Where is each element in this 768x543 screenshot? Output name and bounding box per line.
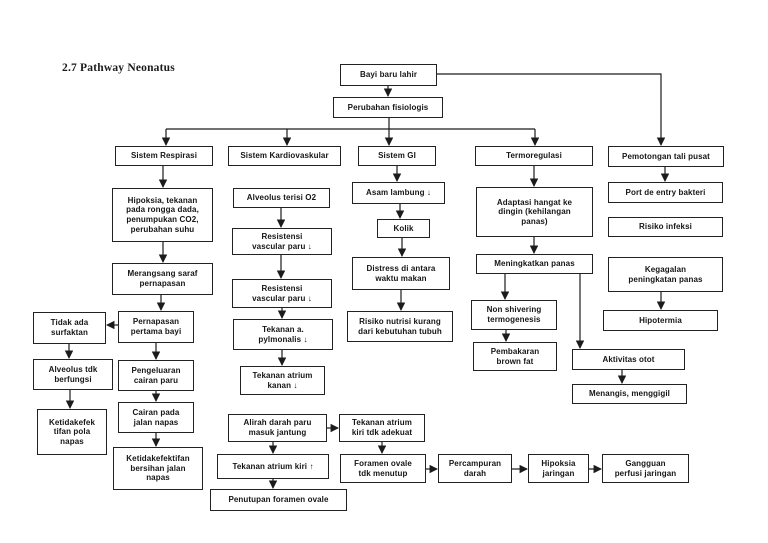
flow-node-hipotermia: Hipotermia <box>603 310 718 331</box>
flow-node-risiko-nutrisi: Risiko nutrisi kurang dari kebutuhan tub… <box>347 311 453 342</box>
flow-node-ketidakefektifan-bersihan: Ketidakefektifan bersihan jalan napas <box>113 447 203 490</box>
flow-node-bayi-baru-lahir: Bayi baru lahir <box>340 64 437 86</box>
diagram-title: 2.7 Pathway Neonatus <box>62 62 175 74</box>
flow-node-asam-lambung: Asam lambung ↓ <box>352 182 445 204</box>
flow-node-tidak-ada-surfaktan: Tidak ada surfaktan <box>33 312 106 344</box>
flow-node-sistem-gi: Sistem GI <box>358 146 436 166</box>
flow-node-sistem-kardiovaskular: Sistem Kardiovaskular <box>228 146 341 166</box>
flow-node-meningkatkan-panas: Meningkatkan panas <box>476 254 593 274</box>
flow-node-pengeluaran-cairan: Pengeluaran cairan paru <box>118 360 194 391</box>
flow-node-merangsang-saraf: Merangsang saraf pernapasan <box>112 263 213 295</box>
flow-node-port-de-entry: Port de entry bakteri <box>608 182 723 203</box>
flow-node-percampuran-darah: Percampuran darah <box>438 454 512 483</box>
flow-node-pembakaran-brown-fat: Pembakaran brown fat <box>473 342 557 371</box>
flow-node-kegagalan-peningkatan: Kegagalan peningkatan panas <box>608 257 723 292</box>
flow-node-hipoksia-jaringan: Hipoksia jaringan <box>528 454 589 483</box>
flow-edge-bayi-to-pemotongan <box>437 73 666 146</box>
flow-node-penutupan-foramen: Penutupan foramen ovale <box>210 489 347 511</box>
flow-node-non-shivering: Non shivering termogenesis <box>471 300 557 330</box>
flow-node-pemotongan-tali-pusat: Pemotongan tali pusat <box>608 146 724 167</box>
flow-node-adaptasi-hangat: Adaptasi hangat ke dingin (kehilangan pa… <box>476 187 593 237</box>
flow-node-resistensi-1: Resistensi vascular paru ↓ <box>232 228 332 255</box>
flow-node-sistem-respirasi: Sistem Respirasi <box>115 146 213 166</box>
flow-node-tekanan-pylmonalis: Tekanan a. pylmonalis ↓ <box>233 319 333 350</box>
flow-node-aktivitas-otot: Aktivitas otot <box>572 349 685 370</box>
flow-node-alirah-darah-paru: Alirah darah paru masuk jantung <box>228 414 327 442</box>
flow-node-perubahan-fisiologis: Perubahan fisiologis <box>333 97 443 118</box>
flow-node-resistensi-2: Resistensi vascular paru ↓ <box>232 279 332 308</box>
flow-node-kolik: Kolik <box>377 219 430 238</box>
flow-node-tekanan-atrium-kiri-tdk: Tekanan atrium kiri tdk adekuat <box>339 414 425 442</box>
flow-node-cairan-jalan-napas: Cairan pada jalan napas <box>118 402 194 433</box>
flow-node-alveolus-terisi-o2: Alveolus terisi O2 <box>233 188 330 208</box>
flow-node-tekanan-atrium-kanan: Tekanan atrium kanan ↓ <box>240 366 325 395</box>
flow-node-menangis-menggigil: Menangis, menggigil <box>572 384 687 404</box>
flow-node-tekanan-atrium-kiri-naik: Tekanan atrium kiri ↑ <box>217 454 329 479</box>
flow-node-ketidakefektifan-pola: Ketidakefek tifan pola napas <box>37 409 107 455</box>
flow-node-hipoksia-tekanan: Hipoksia, tekanan pada rongga dada, penu… <box>112 188 213 242</box>
flow-node-foramen-tdk-menutup: Foramen ovale tdk menutup <box>340 454 426 483</box>
flow-node-termoregulasi: Termoregulasi <box>475 146 593 166</box>
flow-node-risiko-infeksi: Risiko infeksi <box>608 217 723 237</box>
flow-node-distress-makan: Distress di antara waktu makan <box>352 257 450 290</box>
flow-node-alveolus-tdk-berfungsi: Alveolus tdk berfungsi <box>33 359 113 390</box>
flow-node-gangguan-perfusi: Gangguan perfusi jaringan <box>602 454 689 483</box>
flow-node-pernapasan-pertama: Pernapasan pertama bayi <box>118 311 194 343</box>
